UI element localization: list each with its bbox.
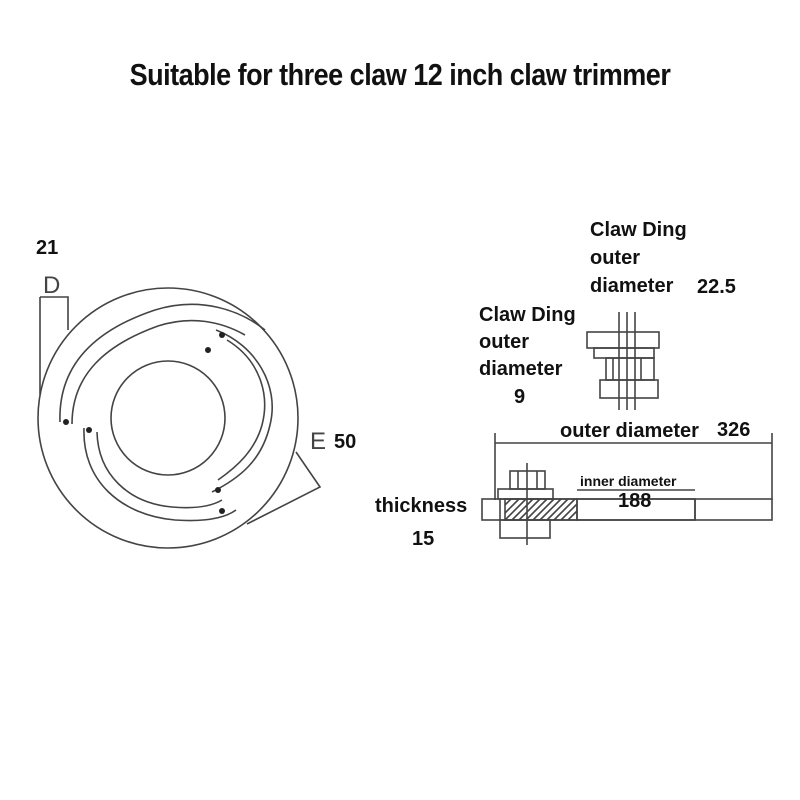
dim-e-value: 50 <box>334 431 357 453</box>
letter-e: E <box>310 428 327 455</box>
slot-dot-6 <box>205 347 211 353</box>
inner-diameter-value: 188 <box>618 490 652 512</box>
outer-diameter-label: outer diameter <box>560 420 699 442</box>
claw-ding-small-bolt <box>497 463 554 545</box>
claw-ding-small-value: 9 <box>514 386 526 408</box>
claw-ding-small-line1: Claw Ding <box>479 304 576 326</box>
claw-ding-small-line2: outer <box>479 331 529 353</box>
page-title: Suitable for three claw 12 inch claw tri… <box>129 58 671 92</box>
plate-hatch-section <box>504 498 578 521</box>
dim-d-value: 21 <box>36 237 59 259</box>
outer-diameter-value: 326 <box>717 419 751 441</box>
thickness-label: thickness <box>375 495 468 517</box>
spiral-slot-2 <box>211 329 273 493</box>
claw-ding-large-value: 22.5 <box>697 276 736 298</box>
inner-diameter-label: inner diameter <box>580 473 677 489</box>
claw-ding-small-line3: diameter <box>479 358 563 380</box>
spiral-slot-1 <box>59 303 266 423</box>
slot-dot-1 <box>63 419 69 425</box>
thickness-value: 15 <box>412 528 435 550</box>
tab-d-outline <box>39 296 69 395</box>
spiral-slot-3b <box>96 431 223 509</box>
slot-dot-2 <box>219 332 225 338</box>
plate-inner-bore <box>110 360 226 476</box>
slot-dot-4 <box>215 487 221 493</box>
claw-ding-large-line3: diameter <box>590 275 674 297</box>
claw-ding-large-line1: Claw Ding <box>590 219 687 241</box>
slot-dot-5 <box>219 508 225 514</box>
spiral-slot-2b <box>217 339 266 481</box>
plate-outer-circle <box>37 287 299 549</box>
spiral-slot-1b <box>71 319 246 425</box>
tab-e-outline <box>246 451 322 525</box>
claw-ding-large-line2: outer <box>590 247 640 269</box>
letter-d: D <box>43 272 61 299</box>
spiral-slot-3 <box>83 427 237 522</box>
inner-diameter-box <box>576 498 696 521</box>
slot-dot-3 <box>86 427 92 433</box>
claw-ding-large-assembly <box>586 312 660 410</box>
